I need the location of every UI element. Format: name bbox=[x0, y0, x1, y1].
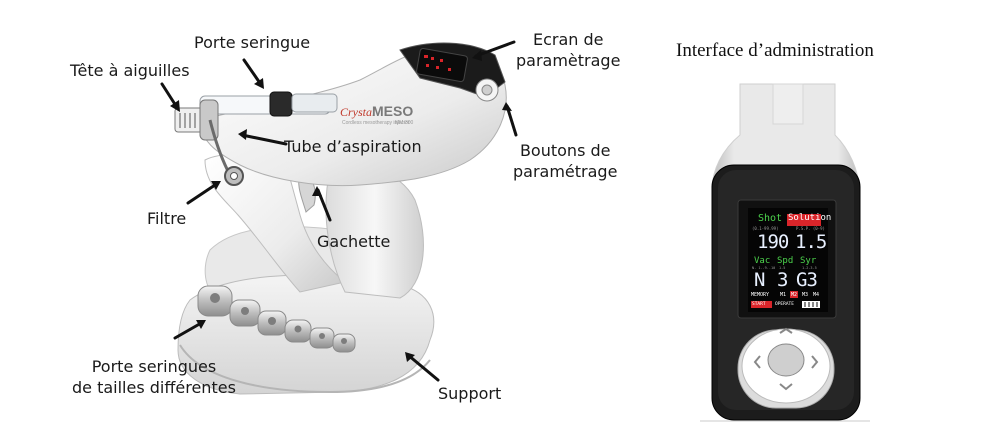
screen-shot-label: Shot bbox=[758, 213, 783, 224]
label-settings-screen: Ecran de paramètrage bbox=[516, 29, 620, 71]
screen-spd-range: 1-5 bbox=[779, 266, 786, 270]
screen-solution-label: Solution bbox=[788, 213, 832, 223]
screen-syr-range: 1-2-3-5 bbox=[802, 266, 817, 270]
screen-m2: M2 bbox=[791, 292, 798, 298]
syringe bbox=[199, 91, 338, 117]
label-aspiration-tube: Tube d’aspiration bbox=[284, 137, 422, 156]
brand-text: Crystal bbox=[340, 105, 376, 119]
label-syringe-holders-line2: de tailles différentes bbox=[72, 378, 236, 397]
screen-vac-range: N. 1..9..10 bbox=[752, 266, 776, 270]
filter bbox=[224, 166, 244, 186]
screen-memory-label: MEMORY bbox=[751, 292, 770, 298]
screen-start-label: START bbox=[752, 302, 766, 307]
nav-arrows[interactable] bbox=[753, 327, 819, 391]
device-body bbox=[199, 47, 507, 187]
screen-shot-range: (0.1-99.99) bbox=[752, 226, 779, 231]
label-syringe-holders-line1: Porte seringues bbox=[91, 357, 217, 376]
brand-subtitle: Cordless mesotherapy injector bbox=[342, 120, 410, 126]
label-syringe-holders: Porte seringues de tailles différentes bbox=[72, 356, 236, 398]
interface-title: Interface d’administration bbox=[676, 40, 874, 61]
screen-syr-label: Syr bbox=[800, 256, 817, 266]
label-settings-screen-line1: Ecran de bbox=[532, 30, 604, 49]
screen-m3: M3 bbox=[802, 292, 809, 298]
stand bbox=[177, 226, 435, 395]
screen-vac-value: N bbox=[754, 269, 766, 291]
admin-interface bbox=[700, 83, 870, 422]
screen-spd-value: 3 bbox=[777, 269, 789, 291]
chevron-down-icon bbox=[779, 383, 793, 391]
screen-m1: M1 bbox=[780, 292, 787, 298]
screen-syr-value: G3 bbox=[796, 269, 818, 291]
mini-buttons[interactable] bbox=[475, 78, 499, 102]
screen-shot-value: 190 bbox=[757, 231, 789, 253]
screen-operate-label: OPERATE bbox=[775, 302, 794, 307]
model-number: MM-300 bbox=[395, 120, 414, 126]
screen-solution-range: P.S.P. (0-9) bbox=[796, 226, 825, 231]
label-settings-screen-line2: paramètrage bbox=[516, 51, 621, 70]
label-trigger: Gachette bbox=[317, 232, 391, 251]
label-settings-buttons-line2: paramétrage bbox=[513, 162, 618, 181]
screen-m4: M4 bbox=[813, 292, 820, 298]
chevron-up-icon bbox=[779, 327, 793, 334]
screen-solution-value: 1.5 bbox=[795, 231, 827, 253]
label-settings-buttons-line1: Boutons de bbox=[519, 141, 611, 160]
arrow-heads bbox=[170, 50, 512, 362]
mini-screen bbox=[416, 48, 468, 82]
screen-spd-label: Spd bbox=[777, 256, 794, 266]
label-syringe-holder: Porte seringue bbox=[194, 33, 311, 52]
screen-vac-label: Vac bbox=[754, 256, 771, 266]
label-needle-head: Tête à aiguilles bbox=[70, 61, 190, 80]
chevron-right-icon bbox=[811, 355, 819, 369]
label-support: Support bbox=[438, 384, 502, 403]
needle-head bbox=[174, 99, 219, 141]
label-filter: Filtre bbox=[147, 209, 187, 228]
chevron-left-icon bbox=[753, 355, 761, 369]
brand-model-text: MESO bbox=[372, 103, 413, 119]
label-settings-buttons: Boutons de paramétrage bbox=[513, 140, 617, 182]
